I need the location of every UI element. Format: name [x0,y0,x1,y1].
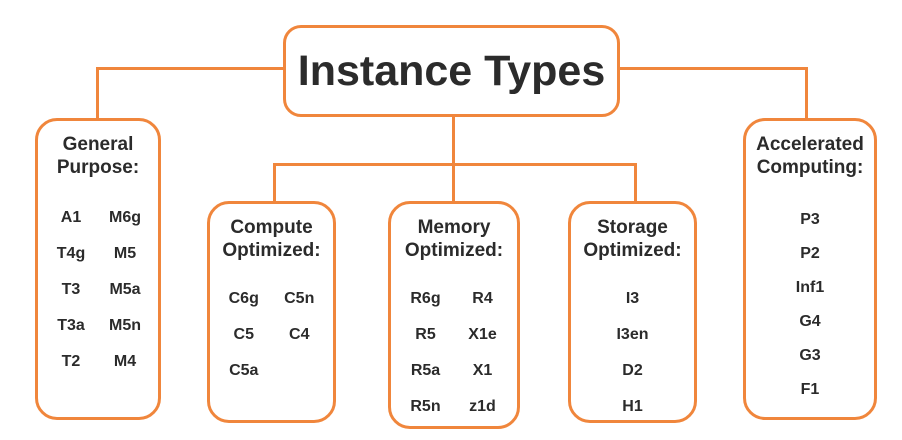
category-heading: Accelerated Computing: [756,134,864,178]
instance-type: T2 [61,353,81,370]
instance-type: D2 [622,362,643,379]
root-node-instance-types: Instance Types [283,25,620,117]
connector-storage-drop [634,163,637,202]
instance-type: z1d [469,398,496,415]
connector-middle-horizontal [273,163,637,166]
instance-type: R4 [472,290,493,307]
instance-type: R5a [410,362,441,379]
connector-right-horizontal [618,67,808,70]
instance-type: T3a [57,317,85,334]
category-heading: Compute Optimized: [222,217,321,261]
instance-type: X1e [468,326,497,343]
instance-type: R5 [415,326,436,343]
instance-type: P3 [800,211,820,228]
instance-type: I3en [616,326,649,343]
category-heading: General Purpose: [56,134,140,178]
instance-type: C6g [228,290,259,307]
diagram-title: Instance Types [297,46,606,95]
instance-type: P2 [800,245,820,262]
instance-type: G3 [799,347,821,364]
instance-type: C5 [233,326,254,343]
connector-left-horizontal [96,67,286,70]
instance-type: C5a [229,362,259,379]
instance-type: C5n [284,290,315,307]
instance-type: T3 [61,281,81,298]
instance-type: M5a [109,281,141,298]
category-heading: Storage Optimized: [583,217,682,261]
connector-center-vertical [452,112,455,202]
instance-type: Inf1 [795,279,825,296]
instance-type: H1 [622,398,643,415]
instance-type: G4 [799,313,821,330]
connector-compute-drop [273,163,276,202]
connector-right-vertical [805,67,808,119]
instance-type: R6g [410,290,441,307]
instance-type: T4g [56,245,86,262]
instance-type: I3 [625,290,640,307]
instance-type: A1 [60,209,82,226]
instance-type: F1 [800,381,820,398]
instance-type: M4 [113,353,137,370]
category-heading: Memory Optimized: [404,217,504,261]
connector-left-vertical [96,67,99,119]
instance-type: C4 [289,326,310,343]
instance-type: M5n [109,317,141,334]
instance-type: M6g [109,209,141,226]
instance-type: M5 [113,245,137,262]
instance-type: R5n [410,398,441,415]
instance-type: X1 [472,362,493,379]
